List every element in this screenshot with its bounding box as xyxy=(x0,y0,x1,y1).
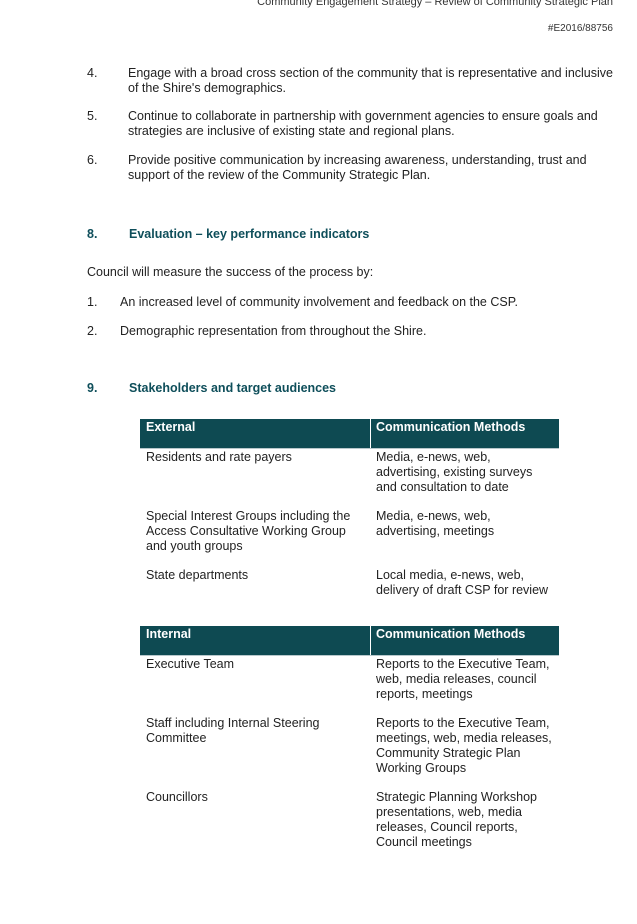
column-header-communication-methods: Communication Methods xyxy=(376,627,526,641)
document-header-title: Community Engagement Strategy – Review o… xyxy=(257,0,613,8)
table-row: Staff including Internal Steering Commit… xyxy=(140,716,559,790)
methods-cell: Reports to the Executive Team, web, medi… xyxy=(376,657,550,701)
column-header-internal: Internal xyxy=(146,627,192,641)
kpi-text: Demographic representation from througho… xyxy=(120,324,427,338)
table-row: Special Interest Groups including the Ac… xyxy=(140,509,559,568)
methods-cell: Media, e-news, web, advertising, existin… xyxy=(376,450,533,494)
objective-number: 6. xyxy=(87,153,98,167)
column-header-external: External xyxy=(146,420,196,434)
kpi-number: 1. xyxy=(87,295,98,309)
kpi-text: An increased level of community involvem… xyxy=(120,295,518,309)
internal-stakeholders-table: Internal Communication Methods Executive… xyxy=(140,626,559,854)
methods-cell: Local media, e-news, web, delivery of dr… xyxy=(376,568,549,597)
stakeholder-cell: Residents and rate payers xyxy=(146,450,292,464)
objective-text: Engage with a broad cross section of the… xyxy=(128,66,613,95)
column-header-communication-methods: Communication Methods xyxy=(376,420,526,434)
objective-text: Continue to collaborate in partnership w… xyxy=(128,109,598,138)
table-row: Executive Team Reports to the Executive … xyxy=(140,657,559,716)
objective-number: 4. xyxy=(87,66,98,80)
methods-cell: Strategic Planning Workshop presentation… xyxy=(376,790,537,849)
section-title: Evaluation – key performance indicators xyxy=(129,227,370,241)
objective-text: Provide positive communication by increa… xyxy=(128,153,587,182)
table-row: Councillors Strategic Planning Workshop … xyxy=(140,790,559,854)
evaluation-intro: Council will measure the success of the … xyxy=(87,265,374,279)
section-number: 8. xyxy=(87,227,98,241)
kpi-number: 2. xyxy=(87,324,98,338)
stakeholder-cell: Executive Team xyxy=(146,657,235,671)
stakeholder-cell: State departments xyxy=(146,568,249,582)
table-header: Internal Communication Methods xyxy=(140,626,559,656)
table-header: External Communication Methods xyxy=(140,419,559,449)
section-title: Stakeholders and target audiences xyxy=(129,381,337,395)
column-divider xyxy=(370,626,371,655)
document-reference-number: #E2016/88756 xyxy=(547,23,613,34)
stakeholder-cell: Staff including Internal Steering Commit… xyxy=(146,716,320,745)
stakeholder-cell: Special Interest Groups including the Ac… xyxy=(146,509,351,553)
methods-cell: Reports to the Executive Team, meetings,… xyxy=(376,716,552,775)
external-stakeholders-table: External Communication Methods Residents… xyxy=(140,419,559,626)
table-row: State departments Local media, e-news, w… xyxy=(140,568,559,626)
table-row: Residents and rate payers Media, e-news,… xyxy=(140,450,559,509)
stakeholder-cell: Councillors xyxy=(146,790,208,804)
column-divider xyxy=(370,419,371,448)
objective-number: 5. xyxy=(87,109,98,123)
methods-cell: Media, e-news, web, advertising, meeting… xyxy=(376,509,495,538)
section-number: 9. xyxy=(87,381,98,395)
